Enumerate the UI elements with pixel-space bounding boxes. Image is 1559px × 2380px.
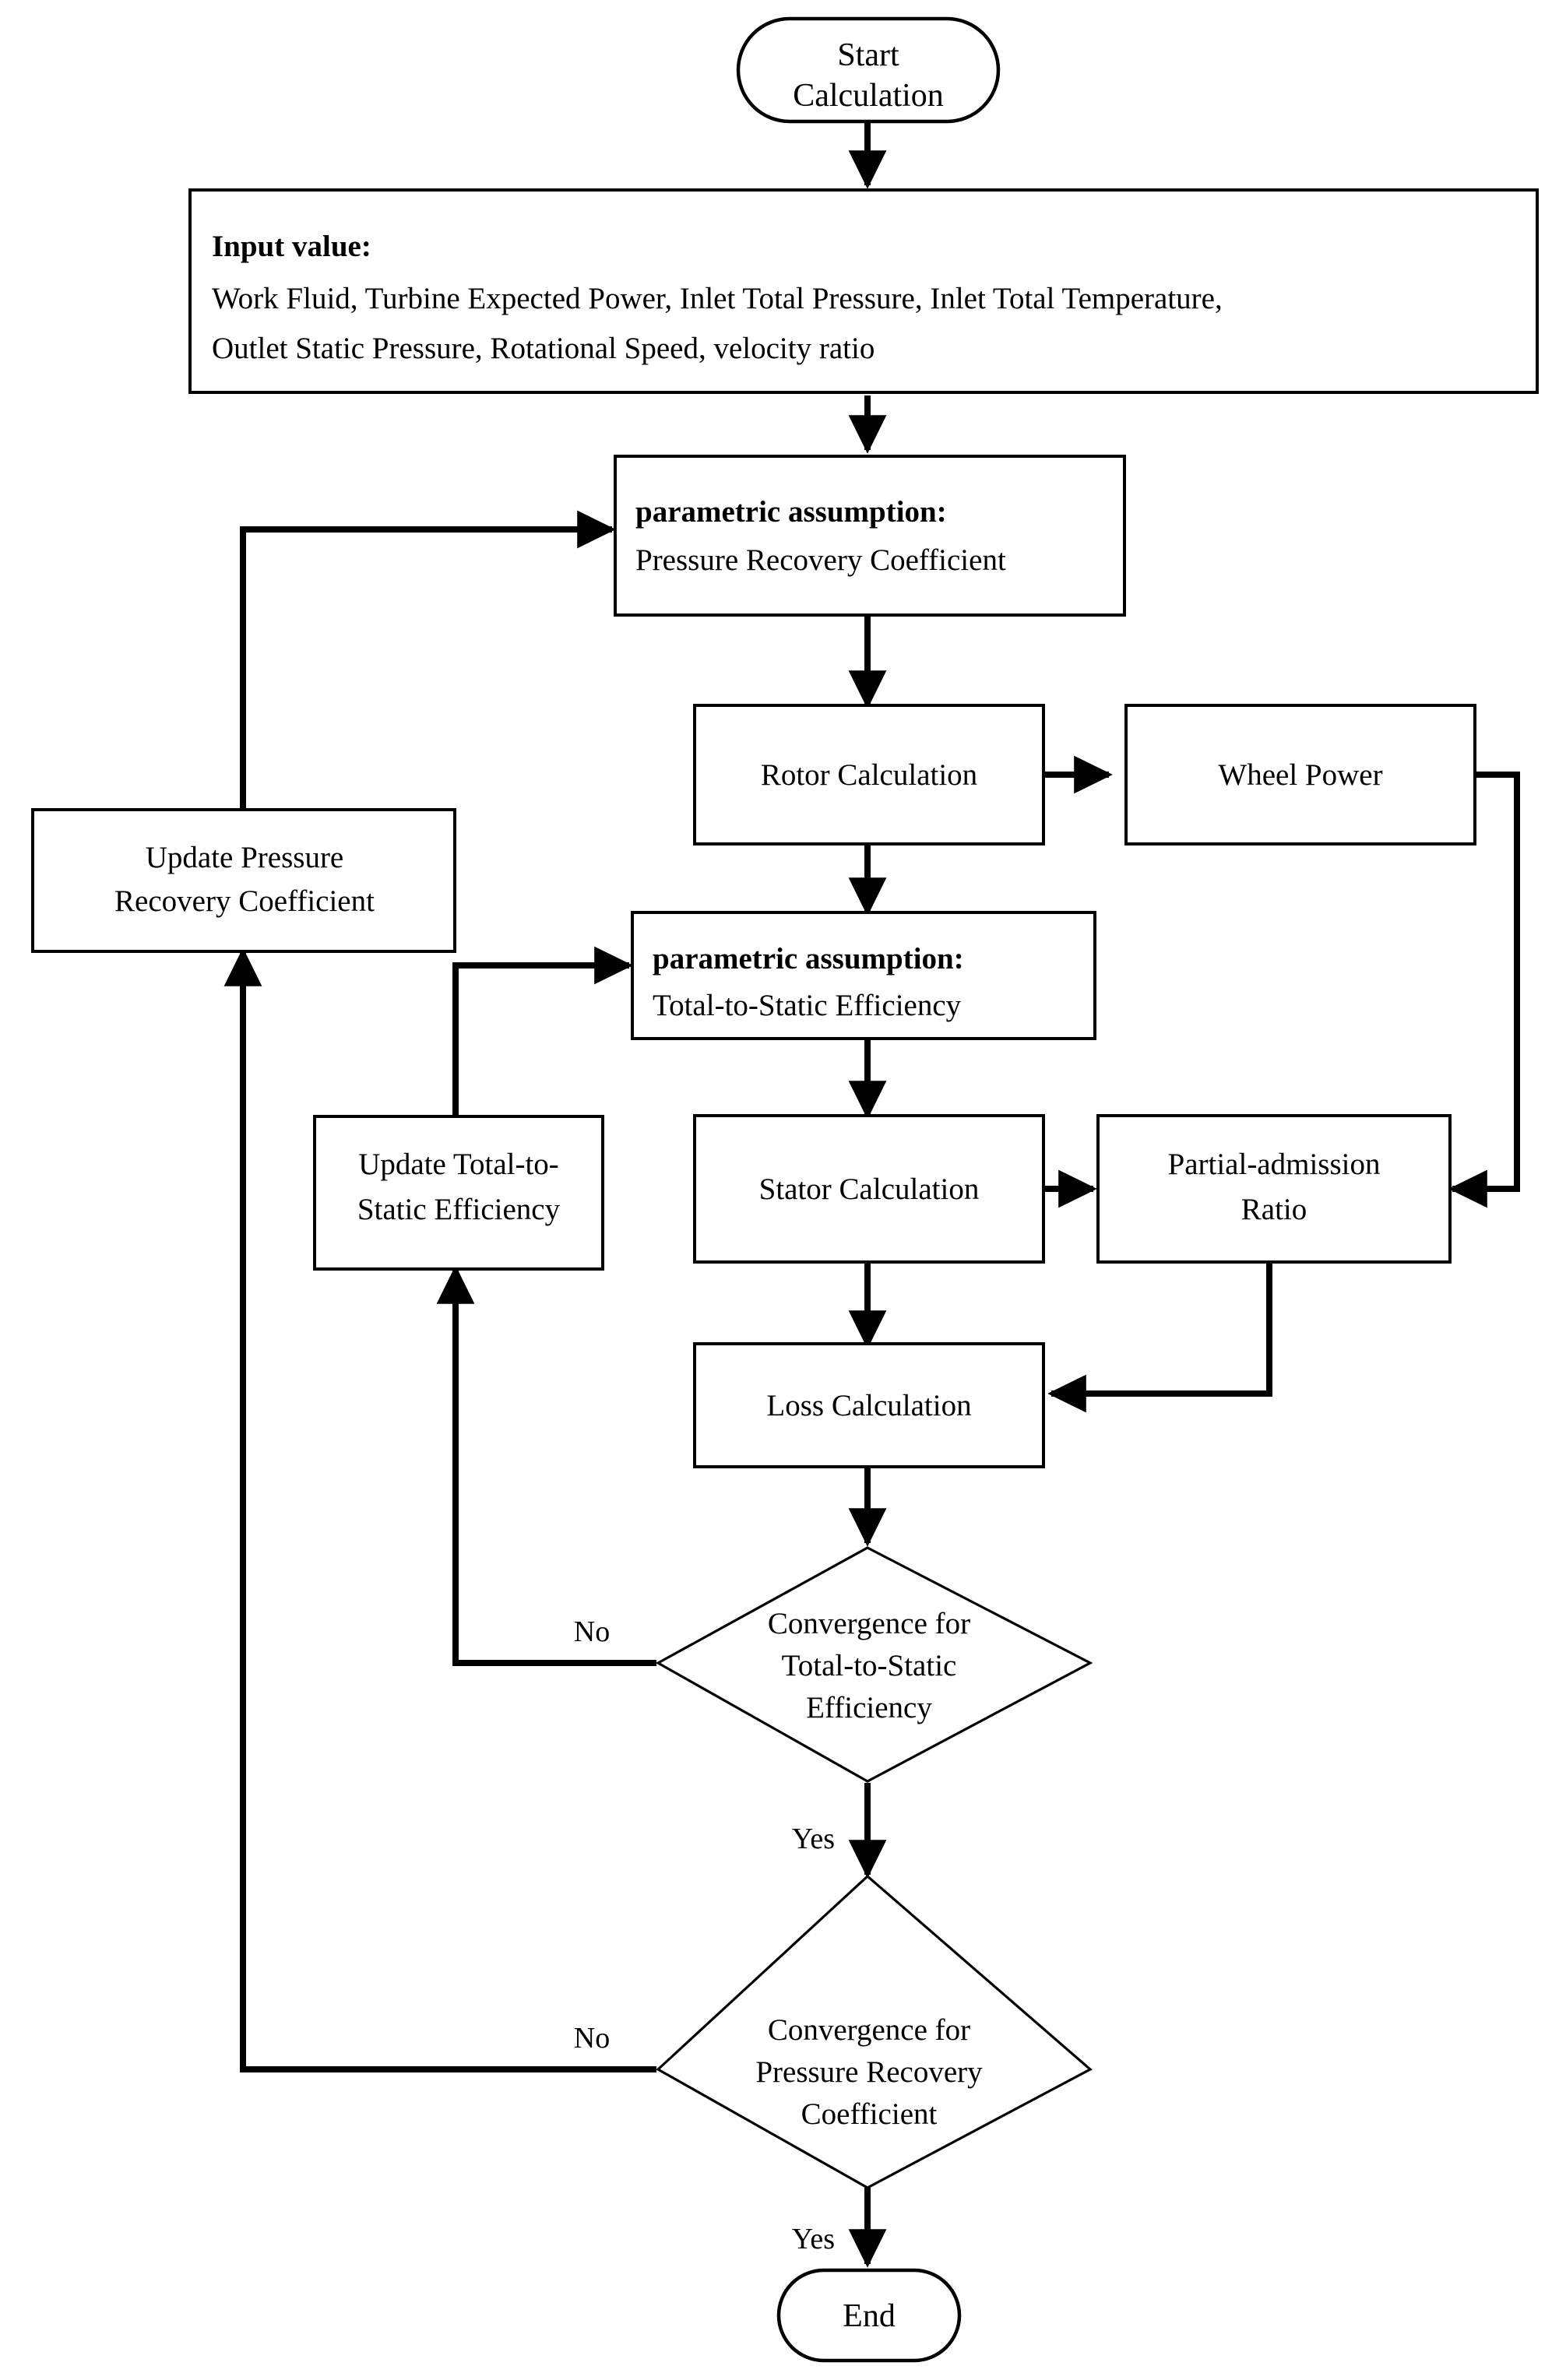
node-stator-calculation-label: Stator Calculation <box>759 1172 980 1206</box>
node-rotor-calculation-label: Rotor Calculation <box>761 758 977 792</box>
node-assume-prc-heading: parametric assumption: <box>635 495 947 529</box>
node-update-prc-line-2: Recovery Coefficient <box>114 884 375 918</box>
node-assume-prc-line-1: Pressure Recovery Coefficient <box>635 543 1006 577</box>
node-update-prc-line-1: Update Pressure <box>146 841 344 874</box>
edge-label-conv-prc-no: No <box>574 2022 610 2055</box>
node-rotor-calculation: Rotor Calculation <box>693 704 1045 845</box>
edge-partial-admission-to-loss <box>1047 1262 1272 1413</box>
node-input-value: Input value: Work Fluid, Turbine Expecte… <box>188 188 1539 394</box>
node-decision-convergence-total-to-static-efficiency: Convergence for Total-to-Static Efficien… <box>655 1546 1093 1783</box>
node-input-heading: Input value: <box>212 230 371 263</box>
node-input-line-2: Outlet Static Pressure, Rotational Speed… <box>212 332 875 365</box>
edge-conv-prc-no-to-update-prc <box>223 947 656 2072</box>
node-wheel-power: Wheel Power <box>1124 704 1476 845</box>
edge-update-prc-to-assume-prc <box>240 510 616 810</box>
node-assume-pressure-recovery-coefficient: parametric assumption: Pressure Recovery… <box>614 455 1126 617</box>
node-stator-calculation: Stator Calculation <box>693 1114 1045 1264</box>
node-update-total-to-static-efficiency: Update Total-to- Static Efficiency <box>313 1115 604 1271</box>
node-input-line-1: Work Fluid, Turbine Expected Power, Inle… <box>212 282 1223 315</box>
node-partial-admission-line-1: Partial-admission <box>1168 1148 1381 1181</box>
node-partial-admission-ratio: Partial-admission Ratio <box>1096 1114 1452 1264</box>
node-start: Start Calculation <box>736 16 1001 124</box>
node-assume-tts-line-1: Total-to-Static Efficiency <box>653 989 962 1022</box>
node-end-label: End <box>843 2298 896 2334</box>
edge-label-conv-prc-yes: Yes <box>792 2223 835 2255</box>
node-assume-total-to-static-efficiency: parametric assumption: Total-to-Static E… <box>631 911 1096 1040</box>
node-conv-tts-line-3: Efficiency <box>806 1691 932 1724</box>
node-wheel-power-label: Wheel Power <box>1218 758 1382 792</box>
node-conv-prc-line-2: Pressure Recovery <box>755 2055 983 2089</box>
edge-label-conv-tts-yes: Yes <box>792 1823 835 1855</box>
node-update-tts-line-2: Static Efficiency <box>357 1193 561 1226</box>
node-conv-prc-line-1: Convergence for <box>768 2013 970 2047</box>
node-start-line-1: Start <box>837 37 899 73</box>
node-update-tts-line-1: Update Total-to- <box>358 1148 559 1181</box>
node-conv-prc-line-3: Coefficient <box>801 2097 938 2131</box>
node-assume-tts-heading: parametric assumption: <box>653 942 964 976</box>
node-partial-admission-line-2: Ratio <box>1241 1193 1307 1226</box>
node-conv-tts-line-1: Convergence for <box>768 1607 970 1640</box>
edge-conv-tts-no-to-update-tts <box>436 1265 656 1666</box>
edge-update-tts-to-assume-tts <box>452 946 633 1116</box>
edge-wheel-power-to-partial-admission <box>1448 772 1520 1208</box>
node-update-pressure-recovery-coefficient: Update Pressure Recovery Coefficient <box>31 808 456 953</box>
node-decision-convergence-pressure-recovery-coefficient: Convergence for Pressure Recovery Coeffi… <box>656 1874 1093 2189</box>
node-loss-calculation-label: Loss Calculation <box>766 1389 971 1422</box>
node-end: End <box>776 2268 962 2363</box>
node-conv-tts-line-2: Total-to-Static <box>782 1649 957 1682</box>
edge-label-conv-tts-no: No <box>574 1615 610 1648</box>
node-loss-calculation: Loss Calculation <box>693 1342 1045 1468</box>
node-start-line-2: Calculation <box>793 78 944 114</box>
